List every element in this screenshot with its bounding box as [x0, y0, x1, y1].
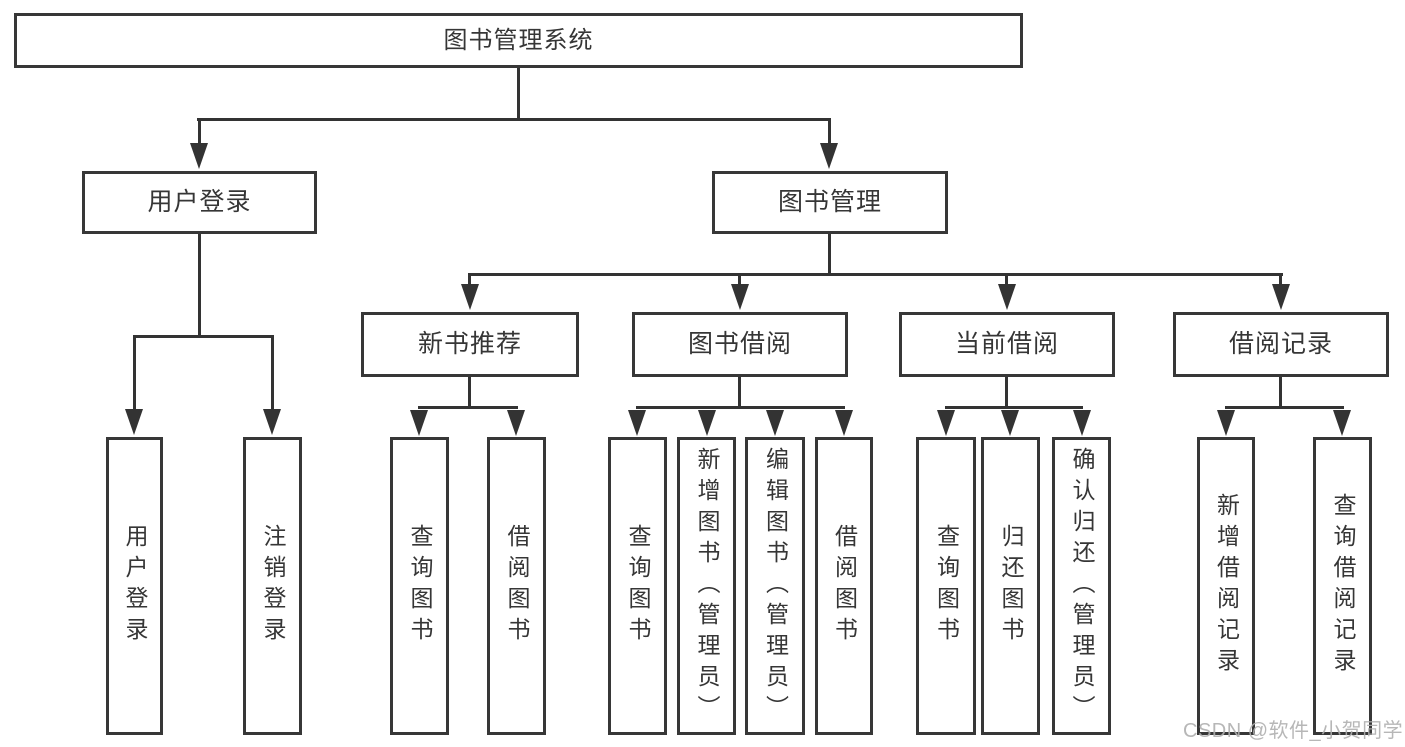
leaf-confirm-return-admin-label: 确认归还（管理员）	[1069, 446, 1095, 726]
node-new-book-recommend: 新书推荐	[361, 312, 579, 377]
node-user-login-label: 用户登录	[147, 188, 252, 216]
leaf-borrow-book-label: 借阅图书	[831, 524, 858, 648]
connector-book-borrow-rail	[636, 406, 845, 409]
leaf-confirm-return-admin: 确认归还（管理员）	[1052, 437, 1111, 735]
node-book-borrow: 图书借阅	[632, 312, 848, 377]
node-current-borrow-label: 当前借阅	[954, 330, 1059, 358]
connector-book-mgmt-stem	[828, 234, 831, 276]
arrow-down-icon	[835, 410, 853, 436]
connector-root-rail	[197, 118, 831, 121]
csdn-watermark: CSDN @软件_小贺同学	[1183, 720, 1404, 742]
arrow-down-icon	[190, 143, 208, 169]
node-root-label: 图书管理系统	[443, 26, 594, 54]
arrow-down-icon	[766, 410, 784, 436]
arrow-down-icon	[263, 409, 281, 435]
arrow-down-icon	[1217, 410, 1235, 436]
leaf-user-login: 用户登录	[106, 437, 163, 735]
leaf-add-book-admin-label: 新增图书（管理员）	[694, 446, 720, 726]
leaf-query-book-borrow-label: 查询图书	[625, 524, 651, 648]
arrow-down-icon	[125, 409, 143, 435]
leaf-borrow-book: 借阅图书	[815, 437, 873, 735]
connector-book-mgmt-drop-1	[468, 273, 471, 287]
arrow-down-icon	[461, 284, 479, 310]
connector-book-mgmt-rail	[468, 273, 1283, 276]
arrow-down-icon	[1333, 410, 1351, 436]
arrow-down-icon	[937, 410, 955, 436]
leaf-edit-book-admin: 编辑图书（管理员）	[745, 437, 805, 735]
leaf-query-book-borrow: 查询图书	[608, 437, 667, 735]
connector-root-right-drop	[828, 118, 831, 148]
connector-root-stem	[517, 68, 520, 121]
connector-user-login-drop-1	[133, 335, 136, 413]
node-book-management-label: 图书管理	[777, 188, 882, 216]
arrow-down-icon	[820, 143, 838, 169]
leaf-add-borrow-record: 新增借阅记录	[1197, 437, 1255, 735]
arrow-down-icon	[410, 410, 428, 436]
leaf-return-book-label: 归还图书	[998, 524, 1024, 648]
arrow-down-icon	[698, 410, 716, 436]
leaf-query-borrow-record-label: 查询借阅记录	[1330, 493, 1356, 679]
connector-borrow-records-rail	[1225, 406, 1344, 409]
connector-user-login-drop-2	[271, 335, 274, 413]
leaf-user-login-label: 用户登录	[122, 524, 148, 648]
arrow-down-icon	[1001, 410, 1019, 436]
leaf-query-book-current-label: 查询图书	[933, 524, 960, 648]
arrow-down-icon	[731, 284, 749, 310]
node-root: 图书管理系统	[14, 13, 1023, 68]
leaf-borrow-book-recommend: 借阅图书	[487, 437, 546, 735]
connector-book-mgmt-drop-2	[738, 273, 741, 287]
connector-borrow-records-stem	[1279, 377, 1282, 409]
connector-new-book-stem	[468, 377, 471, 409]
arrow-down-icon	[507, 410, 525, 436]
leaf-query-book-recommend: 查询图书	[390, 437, 449, 735]
arrow-down-icon	[1073, 410, 1091, 436]
leaf-logout-label: 注销登录	[260, 524, 286, 648]
leaf-query-borrow-record: 查询借阅记录	[1313, 437, 1372, 735]
connector-new-book-rail	[418, 406, 518, 409]
connector-root-left-drop	[198, 118, 201, 148]
leaf-query-book-recommend-label: 查询图书	[407, 524, 433, 648]
leaf-add-borrow-record-label: 新增借阅记录	[1213, 493, 1240, 679]
leaf-borrow-book-recommend-label: 借阅图书	[504, 524, 530, 648]
connector-user-login-stem	[198, 234, 201, 338]
node-book-management: 图书管理	[712, 171, 948, 234]
leaf-return-book: 归还图书	[981, 437, 1040, 735]
connector-current-borrow-stem	[1005, 377, 1008, 409]
arrow-down-icon	[628, 410, 646, 436]
leaf-logout: 注销登录	[243, 437, 302, 735]
leaf-add-book-admin: 新增图书（管理员）	[677, 437, 736, 735]
connector-book-borrow-stem	[738, 377, 741, 409]
node-new-book-recommend-label: 新书推荐	[417, 330, 522, 358]
connector-user-login-rail	[133, 335, 274, 338]
arrow-down-icon	[998, 284, 1016, 310]
node-borrow-records: 借阅记录	[1173, 312, 1389, 377]
node-book-borrow-label: 图书借阅	[687, 330, 792, 358]
node-current-borrow: 当前借阅	[899, 312, 1115, 377]
connector-book-mgmt-drop-3	[1005, 273, 1008, 287]
leaf-query-book-current: 查询图书	[916, 437, 976, 735]
leaf-edit-book-admin-label: 编辑图书（管理员）	[762, 446, 789, 726]
arrow-down-icon	[1272, 284, 1290, 310]
connector-book-mgmt-drop-4	[1279, 273, 1282, 287]
connector-current-borrow-rail	[945, 406, 1083, 409]
node-borrow-records-label: 借阅记录	[1228, 330, 1333, 358]
node-user-login: 用户登录	[82, 171, 317, 234]
